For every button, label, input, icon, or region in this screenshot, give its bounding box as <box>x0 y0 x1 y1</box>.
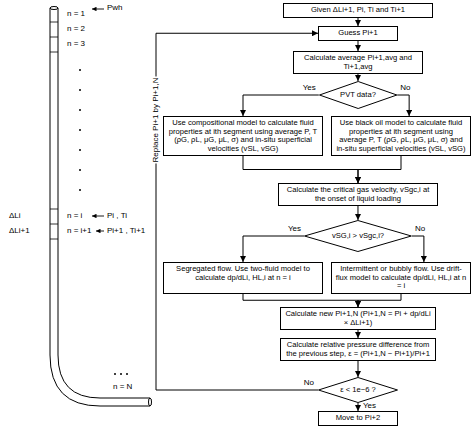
flow-connector <box>358 18 359 27</box>
wellbore-label: Pi+1 , Ti+1 <box>106 227 146 236</box>
flow-connector <box>358 330 359 338</box>
process-box: Calculate new Pi+1,N (Pi+1,N = Pi + dp/d… <box>280 307 436 330</box>
edge-label: No <box>414 225 426 234</box>
node-text: Segregated flow. Use two-fluid model to … <box>167 265 319 282</box>
process-box: Move to Pi+2 <box>318 411 398 426</box>
diamond-shape <box>305 221 412 252</box>
edge-label: No <box>399 84 411 93</box>
tubing-top <box>50 7 58 10</box>
flow-connector <box>358 294 401 308</box>
node-text: Intermittent or bubbly flow. Use drift-f… <box>335 265 467 291</box>
process-box: Use compositional model to calculate flu… <box>163 116 323 156</box>
node-text: PVT data? <box>340 91 376 100</box>
loop-annotation: Replace Pi+1 by Pi+1,N <box>152 77 161 164</box>
flow-connector <box>397 95 409 116</box>
edge-label: Yes <box>362 402 377 411</box>
wellbore-label: n = 3 <box>66 40 86 49</box>
process-box: Given ΔLi+1, Pi, Ti and Ti+1 <box>283 3 433 18</box>
node-text: Use compositional model to calculate flu… <box>167 119 319 153</box>
decision-diamond: PVT data? <box>319 81 397 109</box>
flow-connector <box>358 403 359 411</box>
continuation-dots <box>79 69 128 375</box>
tubing-wall <box>50 8 150 406</box>
tubing-wall <box>58 8 150 398</box>
flow-connector <box>412 236 424 262</box>
wellbore-label: n = i <box>66 212 83 221</box>
decision-diamond: ε < 1e−6 ? <box>318 377 398 403</box>
wellbore-label: n = N <box>112 383 133 392</box>
node-text: Use black oil model to calculate fluid p… <box>335 119 467 153</box>
flow-connector <box>358 156 401 183</box>
tubing-end <box>149 398 152 406</box>
flow-connector <box>358 361 359 377</box>
node-text: Calculate average Pi+1,avg and Ti+1,avg <box>297 54 419 71</box>
node-text: Calculate new Pi+1,N (Pi+1,N = Pi + dp/d… <box>284 310 432 327</box>
wellbore-label: Pwh <box>106 4 124 13</box>
flow-connector <box>243 236 304 262</box>
wellbore-label: n = i+1 <box>66 227 92 236</box>
process-box: Calculate relative pressure difference f… <box>280 338 436 361</box>
edge-label: Yes <box>287 225 302 234</box>
decision-diamond: vSG,i > vSgc,i? <box>304 220 412 252</box>
node-text: ε < 1e−6 ? <box>340 386 375 395</box>
process-box: Calculate average Pi+1,avg and Ti+1,avg <box>293 51 423 74</box>
node-text: Guess Pi+1 <box>322 29 394 38</box>
process-box: Intermittent or bubbly flow. Use drift-f… <box>331 262 471 294</box>
diamond-shape <box>319 82 396 109</box>
flow-connector <box>243 156 358 183</box>
wellbore-label: ΔLi+1 <box>8 227 31 236</box>
node-text: Move to Pi+2 <box>322 414 394 423</box>
flow-connector <box>243 95 319 116</box>
flow-connector <box>357 74 358 81</box>
process-box: Guess Pi+1 <box>318 26 398 41</box>
flow-connector <box>358 41 359 52</box>
process-box: Segregated flow. Use two-fluid model to … <box>163 262 323 294</box>
node-text: Calculate relative pressure difference f… <box>284 341 432 358</box>
process-box: Calculate the critical gas velocity, vSg… <box>278 183 438 206</box>
wellbore-label: n = 2 <box>66 25 86 34</box>
node-text: Calculate the critical gas velocity, vSg… <box>282 186 434 203</box>
flow-connector <box>243 294 358 308</box>
wellbore-label: Pi , Ti <box>106 212 128 221</box>
node-text: Given ΔLi+1, Pi, Ti and Ti+1 <box>287 6 429 15</box>
flow-connector <box>357 206 358 220</box>
wellbore-label: ΔLi <box>8 212 22 221</box>
flow-connector <box>156 33 318 390</box>
node-text: vSG,i > vSgc,i? <box>332 232 384 241</box>
diamond-shape <box>319 378 398 403</box>
segment-boundaries <box>50 22 58 239</box>
edge-label: No <box>303 379 315 388</box>
wellbore-label: n = 1 <box>66 10 86 19</box>
process-box: Use black oil model to calculate fluid p… <box>331 116 471 156</box>
pointer-arrows <box>92 9 104 231</box>
edge-label: Yes <box>302 84 317 93</box>
